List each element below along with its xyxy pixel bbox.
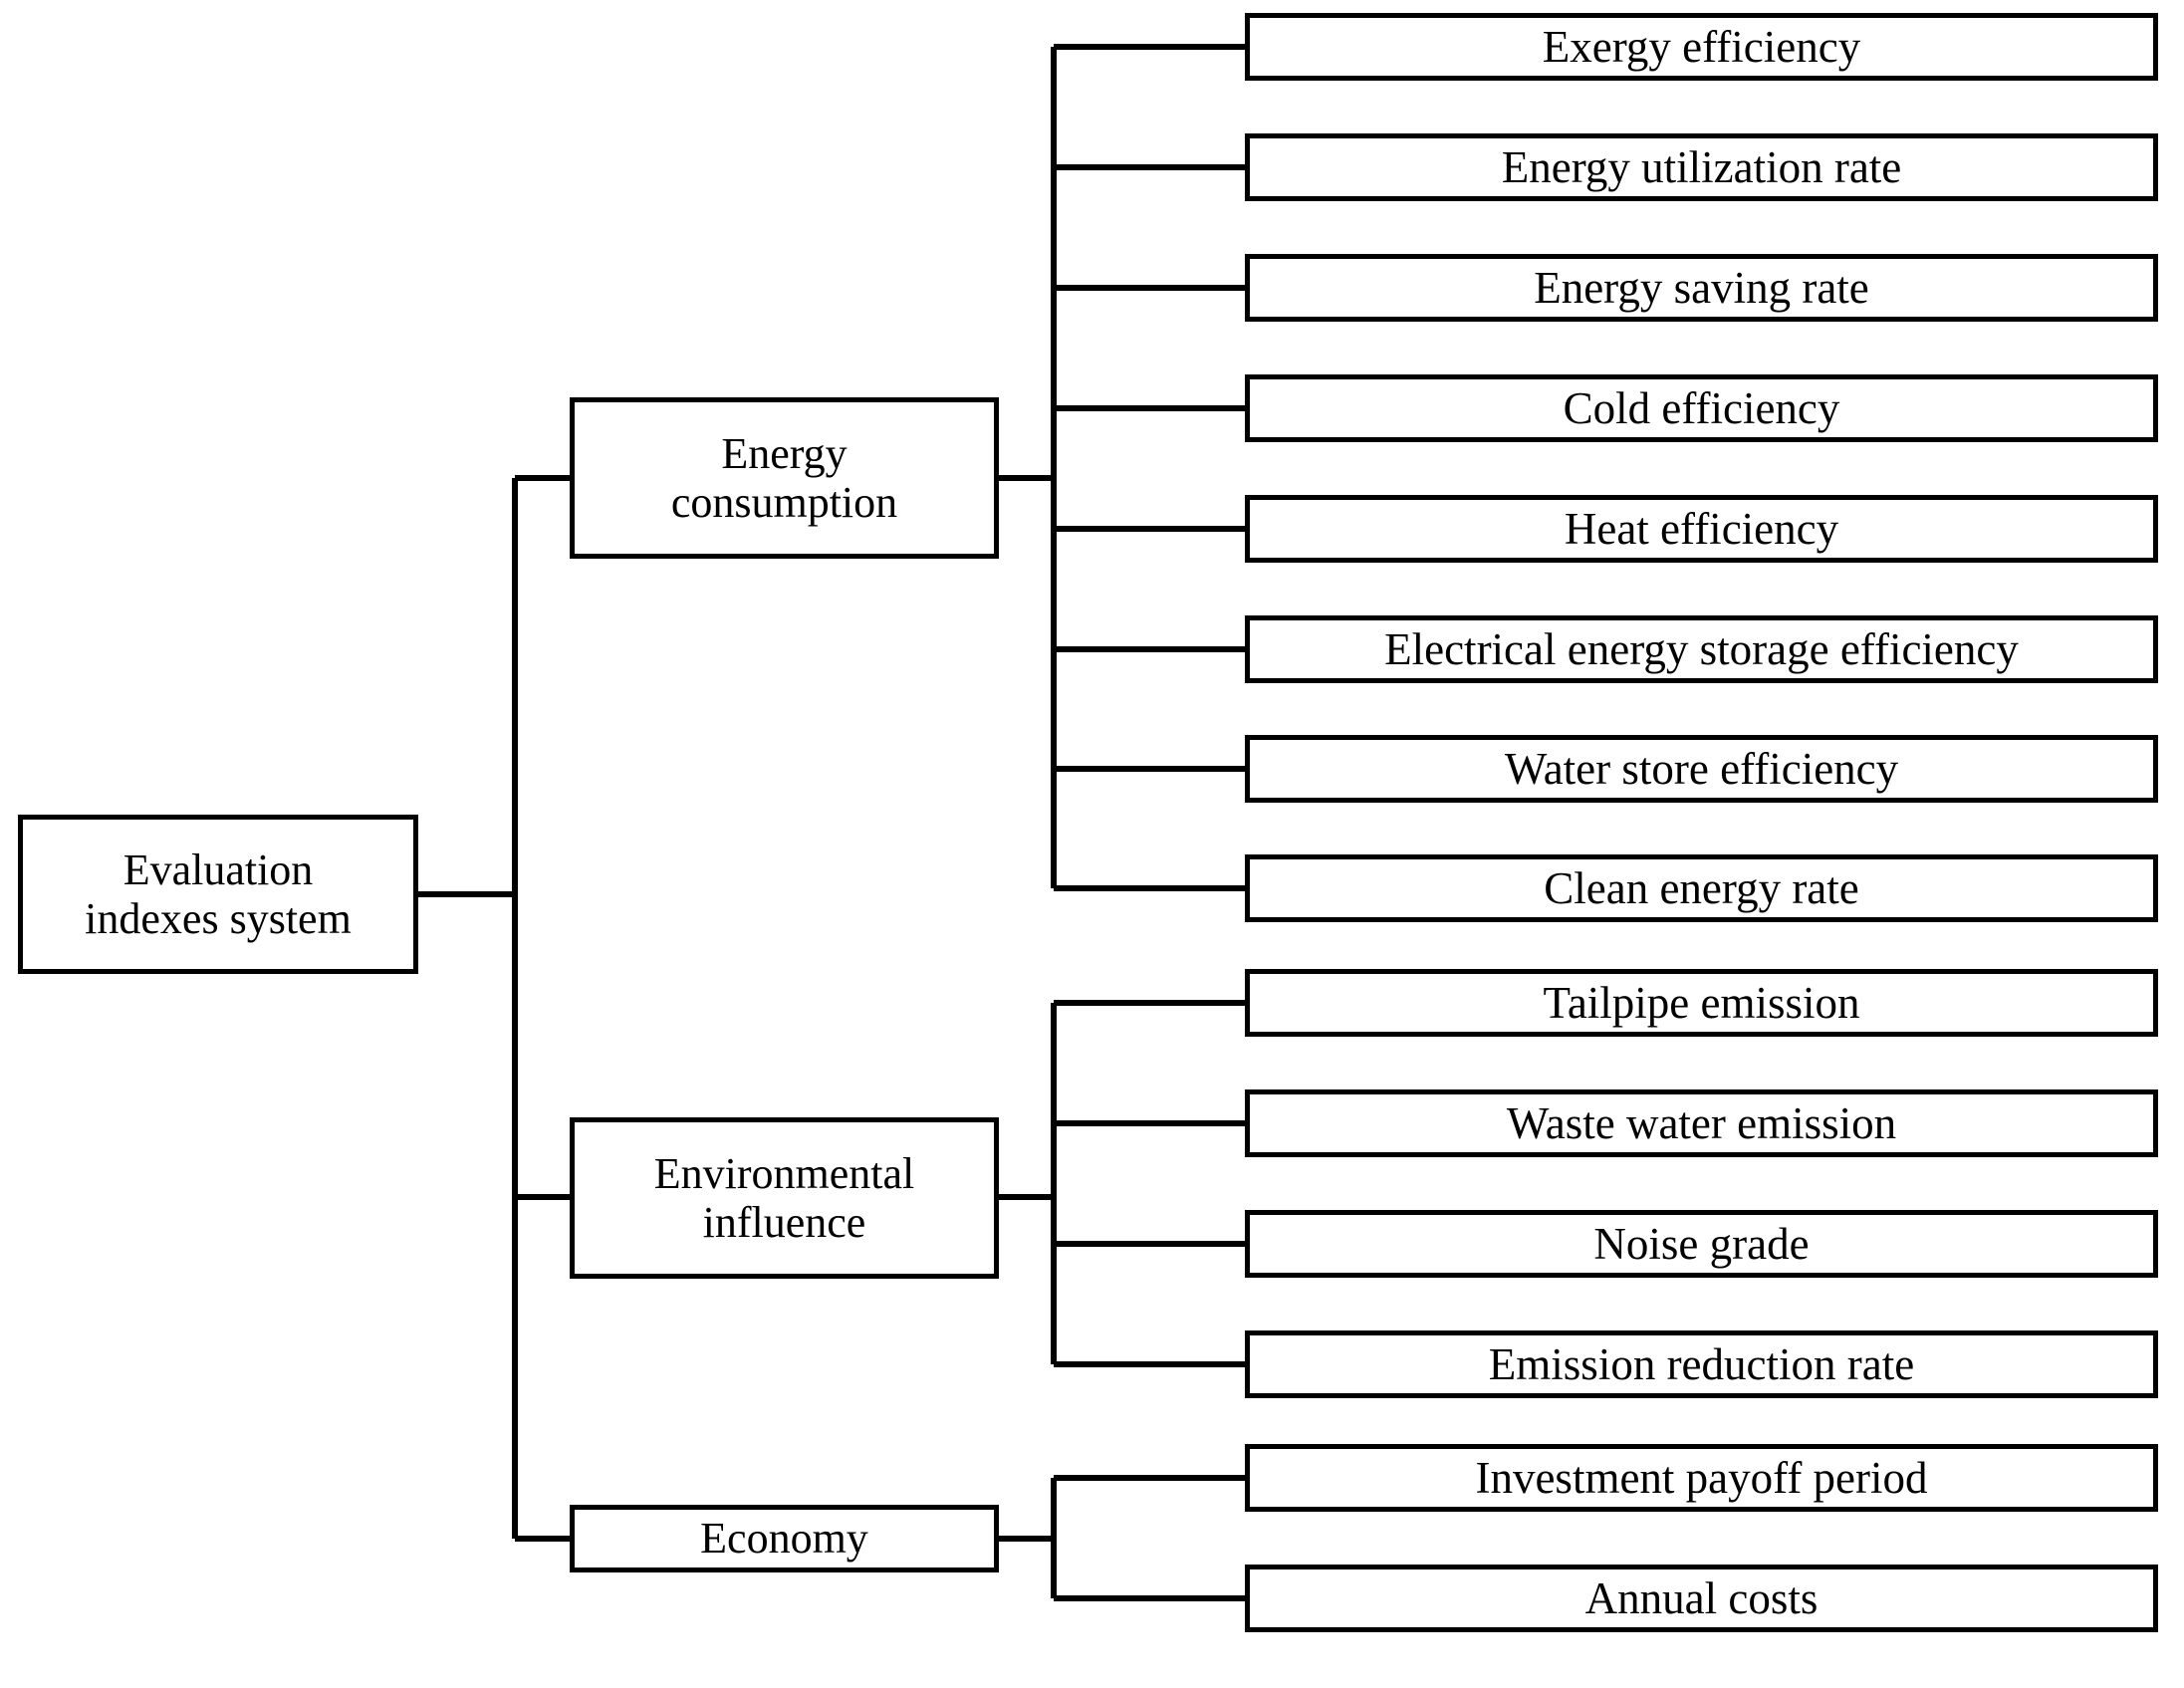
node-leaf-water-store-efficiency-label: Water store efficiency — [1504, 743, 1899, 794]
node-leaf-tailpipe-emission-label: Tailpipe emission — [1543, 977, 1860, 1028]
node-branch-economy[interactable]: Economy — [570, 1505, 999, 1572]
node-leaf-electrical-energy-storage-efficiency[interactable]: Electrical energy storage efficiency — [1245, 615, 2158, 683]
node-leaf-heat-efficiency-label: Heat efficiency — [1564, 503, 1839, 554]
node-leaf-exergy-efficiency[interactable]: Exergy efficiency — [1245, 13, 2158, 81]
node-leaf-energy-utilization-rate[interactable]: Energy utilization rate — [1245, 133, 2158, 201]
node-leaf-heat-efficiency[interactable]: Heat efficiency — [1245, 495, 2158, 563]
node-leaf-energy-utilization-rate-label: Energy utilization rate — [1501, 141, 1902, 192]
node-leaf-clean-energy-rate[interactable]: Clean energy rate — [1245, 854, 2158, 922]
node-leaf-energy-saving-rate[interactable]: Energy saving rate — [1245, 254, 2158, 322]
node-leaf-energy-saving-rate-label: Energy saving rate — [1534, 262, 1869, 313]
node-root-text: Evaluation indexes system — [85, 845, 352, 944]
node-root-line1: Evaluation — [122, 844, 314, 894]
node-branch-energy-consumption-line2: consumption — [670, 478, 898, 527]
node-branch-energy-consumption[interactable]: Energy consumption — [570, 397, 999, 559]
node-branch-environmental-influence-line1: Environmental — [653, 1148, 915, 1198]
node-leaf-waste-water-emission-label: Waste water emission — [1506, 1097, 1897, 1148]
node-leaf-emission-reduction-rate[interactable]: Emission reduction rate — [1245, 1330, 2158, 1398]
node-branch-economy-line1: Economy — [700, 1514, 868, 1564]
node-leaf-clean-energy-rate-label: Clean energy rate — [1544, 862, 1859, 913]
node-leaf-investment-payoff-period[interactable]: Investment payoff period — [1245, 1444, 2158, 1512]
node-leaf-annual-costs[interactable]: Annual costs — [1245, 1565, 2158, 1632]
node-leaf-investment-payoff-period-label: Investment payoff period — [1475, 1452, 1928, 1503]
node-leaf-water-store-efficiency[interactable]: Water store efficiency — [1245, 735, 2158, 803]
node-leaf-exergy-efficiency-label: Exergy efficiency — [1542, 21, 1861, 72]
node-root-evaluation-indexes-system[interactable]: Evaluation indexes system — [18, 815, 418, 974]
node-leaf-annual-costs-label: Annual costs — [1584, 1572, 1819, 1623]
node-leaf-cold-efficiency-label: Cold efficiency — [1563, 382, 1840, 433]
node-leaf-electrical-energy-storage-efficiency-label: Electrical energy storage efficiency — [1384, 623, 2019, 674]
node-leaf-emission-reduction-rate-label: Emission reduction rate — [1488, 1338, 1915, 1389]
node-leaf-tailpipe-emission[interactable]: Tailpipe emission — [1245, 969, 2158, 1037]
node-branch-environmental-influence-line2: influence — [702, 1198, 866, 1247]
node-root-line2: indexes system — [85, 894, 352, 943]
node-leaf-noise-grade-label: Noise grade — [1593, 1218, 1810, 1269]
node-branch-environmental-influence-text: Environmental influence — [654, 1149, 915, 1248]
node-leaf-noise-grade[interactable]: Noise grade — [1245, 1210, 2158, 1278]
node-branch-energy-consumption-text: Energy consumption — [671, 429, 897, 528]
node-branch-environmental-influence[interactable]: Environmental influence — [570, 1117, 999, 1279]
node-leaf-cold-efficiency[interactable]: Cold efficiency — [1245, 374, 2158, 442]
node-branch-energy-consumption-line1: Energy — [721, 428, 848, 478]
node-leaf-waste-water-emission[interactable]: Waste water emission — [1245, 1089, 2158, 1157]
